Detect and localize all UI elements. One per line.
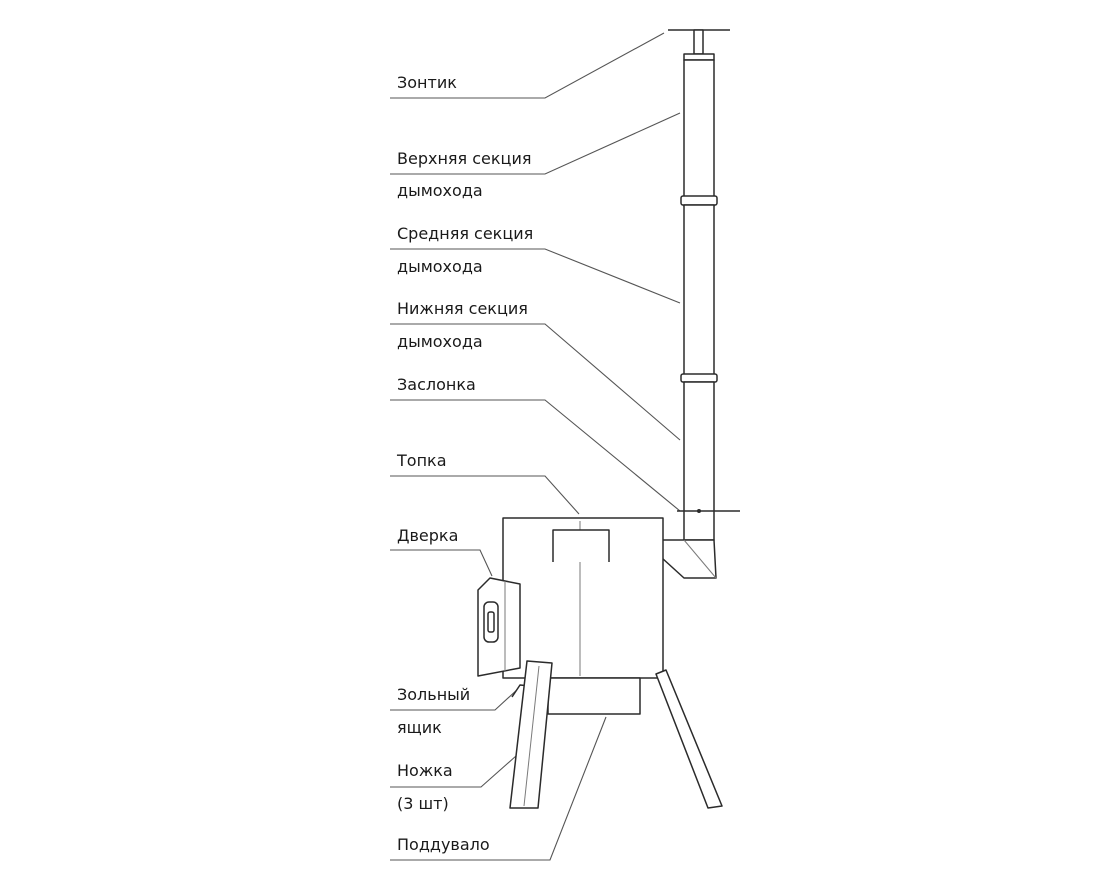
label-leg-line2: (3 шт) bbox=[397, 794, 449, 813]
label-firebox: Топка bbox=[397, 451, 447, 470]
label-blower: Поддувало bbox=[397, 835, 490, 854]
leader-blower bbox=[390, 716, 607, 861]
lower-chimney-section bbox=[683, 381, 715, 541]
label-upper-section-line1: Верхняя секция bbox=[397, 149, 532, 168]
label-umbrella: Зонтик bbox=[397, 73, 457, 92]
pipe-joint-upper bbox=[680, 195, 718, 206]
label-leg-line1: Ножка bbox=[397, 761, 453, 780]
leader-upper-section bbox=[390, 112, 681, 175]
damper-pivot bbox=[697, 509, 701, 513]
leader-ashbox bbox=[390, 687, 520, 711]
label-damper: Заслонка bbox=[397, 375, 476, 394]
label-lower-section-line2: дымохода bbox=[397, 332, 483, 351]
rear-leg bbox=[655, 669, 723, 809]
pipe-top-ring bbox=[683, 53, 715, 61]
leader-lower-section bbox=[390, 323, 681, 441]
umbrella-stem bbox=[693, 29, 704, 55]
leader-umbrella bbox=[390, 32, 665, 99]
label-middle-section-line1: Средняя секция bbox=[397, 224, 534, 243]
label-ashbox-line2: ящик bbox=[397, 718, 442, 737]
label-middle-section-line2: дымохода bbox=[397, 257, 483, 276]
upper-chimney-section bbox=[683, 59, 715, 207]
pipe-joint-middle bbox=[680, 373, 718, 383]
label-lower-section-line1: Нижняя секция bbox=[397, 299, 528, 318]
ash-box bbox=[547, 677, 641, 715]
label-door: Дверка bbox=[397, 526, 459, 545]
leader-middle-section bbox=[390, 248, 681, 304]
top-handle bbox=[552, 529, 610, 562]
firebox bbox=[502, 517, 664, 679]
label-ashbox-line1: Зольный bbox=[397, 685, 471, 704]
leader-firebox bbox=[390, 475, 580, 515]
middle-chimney-section bbox=[683, 204, 715, 378]
label-upper-section-line2: дымохода bbox=[397, 181, 483, 200]
leader-lines bbox=[390, 32, 681, 861]
door bbox=[477, 577, 521, 677]
elbow-seam bbox=[683, 539, 717, 579]
front-leg bbox=[509, 660, 553, 809]
leader-leg bbox=[390, 755, 517, 788]
front-leg-edge bbox=[523, 665, 540, 807]
leader-damper bbox=[390, 399, 681, 512]
leader-door bbox=[390, 549, 493, 577]
chimney bbox=[661, 29, 740, 579]
legs bbox=[509, 660, 723, 809]
door-handle-grip bbox=[487, 611, 495, 633]
